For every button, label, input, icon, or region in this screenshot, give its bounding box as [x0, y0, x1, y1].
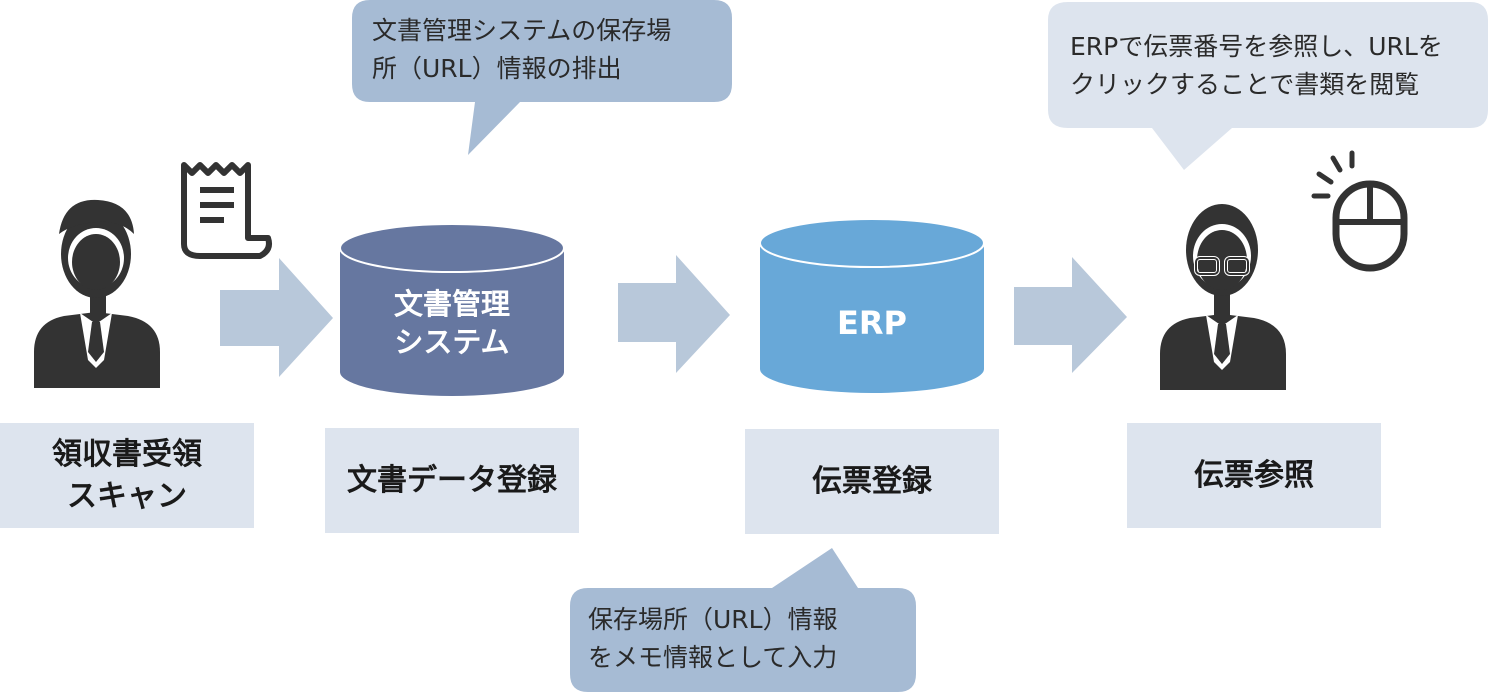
callout-top-center-text: 文書管理システムの保存場 所（URL）情報の排出: [372, 12, 671, 88]
arrow-right-3: [1014, 257, 1127, 373]
step-scan-line2: スキャン: [67, 478, 187, 514]
database-erp-label: ERP: [837, 304, 907, 342]
step-register-doc: 文書データ登録: [325, 428, 579, 533]
callout-bottom-center-text: 保存場所（URL）情報 をメモ情報として入力: [588, 601, 838, 677]
businessman-glasses-icon: [1160, 204, 1286, 390]
step-scan: 領収書受領 スキャン: [0, 423, 254, 528]
database-erp: [759, 218, 985, 393]
businessman-icon: [34, 199, 160, 388]
callout-top-center-line1: 文書管理システムの保存場: [372, 16, 672, 45]
callout-top-center: [352, 0, 732, 155]
callout-top-right: [1048, 2, 1488, 170]
receipt-icon: [181, 162, 272, 259]
database-doc-system-line2: システム: [394, 325, 510, 359]
callout-bottom-center-line2: をメモ情報として入力: [588, 643, 838, 672]
step-scan-line1: 領収書受領: [52, 436, 202, 472]
arrow-right-2: [618, 255, 730, 373]
callout-top-right-line1: ERPで伝票番号を参照し、URLを: [1070, 32, 1443, 61]
database-doc-system: [339, 223, 565, 396]
callout-top-center-line2: 所（URL）情報の排出: [372, 54, 622, 83]
arrow-right-1: [220, 258, 333, 377]
database-doc-system-label: 文書管理 システム: [340, 283, 564, 363]
step-register-slip: 伝票登録: [745, 429, 999, 534]
mouse-click-icon: [1311, 150, 1408, 272]
callout-top-right-line2: クリックすることで書類を閲覧: [1070, 70, 1420, 99]
callout-bottom-center: [570, 548, 916, 692]
step-view-slip: 伝票参照: [1127, 423, 1381, 528]
callout-bottom-center-line1: 保存場所（URL）情報: [588, 605, 838, 634]
database-doc-system-line1: 文書管理: [393, 287, 510, 321]
callout-top-right-text: ERPで伝票番号を参照し、URLを クリックすることで書類を閲覧: [1070, 28, 1443, 104]
